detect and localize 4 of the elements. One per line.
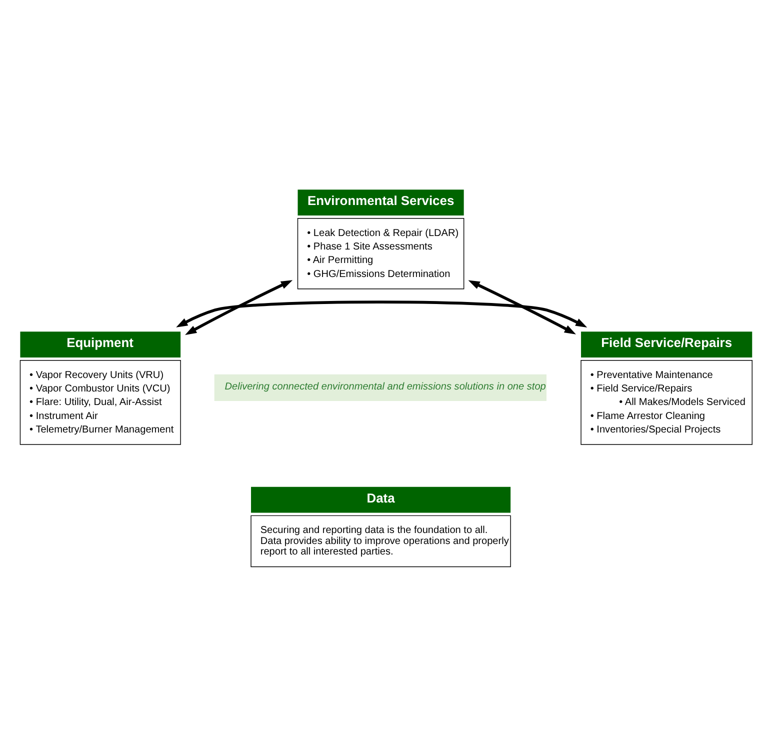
arrow	[468, 280, 576, 334]
arrow	[185, 280, 293, 335]
node-box: Delivering connected environmental and emissions solutions in one stop	[214, 374, 546, 401]
arrow	[176, 300, 588, 328]
